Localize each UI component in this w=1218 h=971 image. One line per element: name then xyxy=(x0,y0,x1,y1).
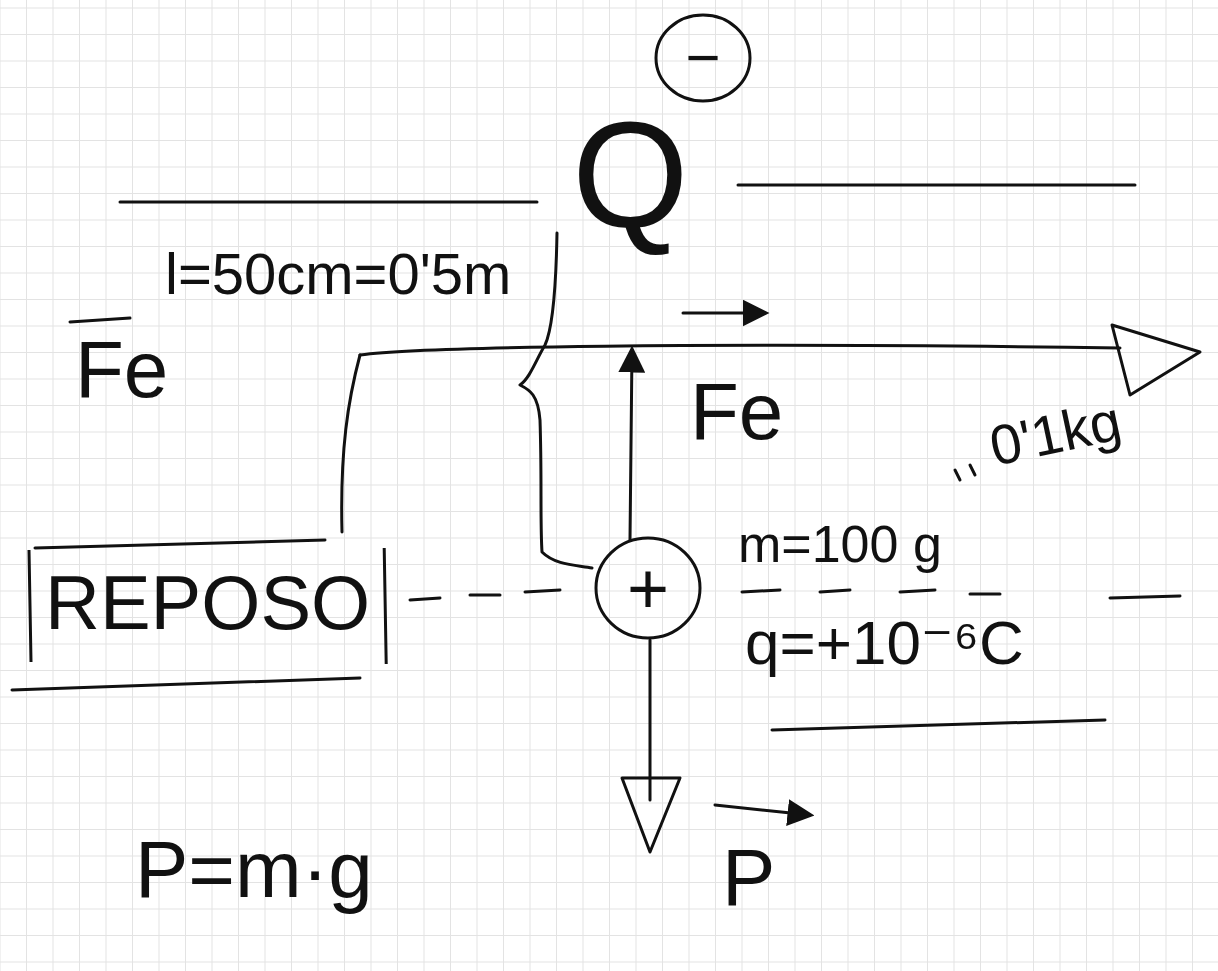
label-text: l=50cm=0'5m xyxy=(165,241,511,306)
tick-marks xyxy=(955,465,975,480)
vector-arrow xyxy=(683,312,765,315)
grid-line xyxy=(0,326,1218,327)
charged-sphere: + xyxy=(594,536,702,640)
grid-line xyxy=(0,935,1218,936)
outline xyxy=(596,538,700,638)
node-text: − xyxy=(685,28,720,88)
grid-line xyxy=(0,697,1218,698)
distance-label: l=50cm=0'5m xyxy=(165,245,511,303)
grid-line xyxy=(0,34,1218,35)
grid-line xyxy=(0,61,1218,62)
vector-arrow xyxy=(715,805,810,815)
label-text: P xyxy=(722,833,775,922)
plate-line xyxy=(738,184,1135,187)
grid-line xyxy=(0,750,1218,751)
dashed-line xyxy=(742,590,1180,598)
node-text: REPOSO xyxy=(45,565,370,641)
grid-line xyxy=(0,803,1218,804)
outline xyxy=(656,15,750,101)
axis-line xyxy=(360,345,1120,355)
leader-line xyxy=(342,355,360,532)
outline xyxy=(29,548,386,664)
force-arrow xyxy=(630,350,632,540)
label-text: Q xyxy=(572,91,689,259)
grid-line xyxy=(0,962,1218,963)
label-text: m=100 g xyxy=(738,515,942,573)
mass-label: 0'1kg xyxy=(985,393,1126,475)
vector-bar xyxy=(70,318,130,322)
distance-bracket xyxy=(520,233,592,568)
axis-arrow xyxy=(1112,325,1200,395)
state-box: REPOSO xyxy=(25,540,390,666)
grid-line xyxy=(0,670,1218,671)
force-label: Fe xyxy=(690,372,783,452)
node-text: + xyxy=(627,552,669,624)
grid-line xyxy=(0,379,1218,380)
grid-line xyxy=(0,511,1218,512)
grid-line xyxy=(0,538,1218,539)
grid-line xyxy=(0,644,1218,645)
charge-label: q=+10⁻⁶C xyxy=(745,612,1024,674)
weight-line xyxy=(649,640,652,800)
formula-label: P=m·g xyxy=(135,830,373,910)
plate-line xyxy=(120,201,537,204)
underline xyxy=(772,720,1105,730)
weight-arrow xyxy=(622,778,680,852)
grid-line xyxy=(0,87,1218,88)
vector-label: P xyxy=(722,838,775,918)
label-text: P=m·g xyxy=(135,825,373,914)
grid-line xyxy=(0,776,1218,777)
label-text: q=+10⁻⁶C xyxy=(745,608,1024,677)
charge-symbol: Q xyxy=(572,100,689,250)
dashed-line xyxy=(410,590,560,600)
force-label: Fe xyxy=(75,330,168,410)
grid-line xyxy=(0,352,1218,353)
grid-line xyxy=(0,8,1218,9)
label-text: Fe xyxy=(75,325,168,414)
label-text: Fe xyxy=(690,367,783,456)
charge-circle: − xyxy=(654,13,752,103)
mass-label: m=100 g xyxy=(738,518,942,570)
label-text: 0'1kg xyxy=(984,389,1126,478)
grid-line xyxy=(0,485,1218,486)
